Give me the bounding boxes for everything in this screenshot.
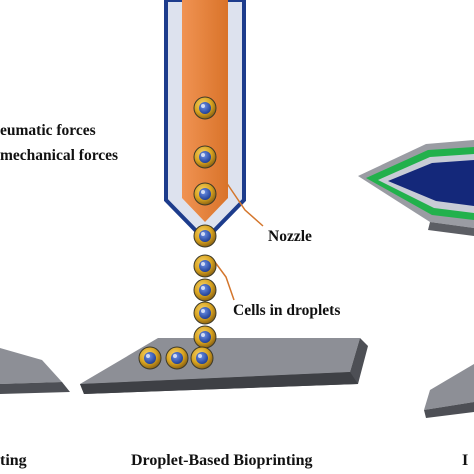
center-caption: Droplet-Based Bioprinting [131,452,313,469]
cell-in-nozzle-2 [193,145,217,169]
droplet-4 [193,325,217,349]
cell-in-nozzle-1 [193,96,217,120]
nozzle-callout-line [225,181,264,227]
cell-droplets [138,96,217,370]
left-substrate-edge [0,382,70,394]
droplet-1 [193,254,217,278]
nozzle-label: Nozzle [268,228,312,245]
cells-in-droplets-label: Cells in droplets [233,302,341,319]
deposited-cell-3 [190,346,214,370]
left-substrate [0,348,70,394]
droplet-2 [193,278,217,302]
deposited-cell-2 [165,346,189,370]
mechanical-forces-label: mechanical forces [0,147,119,164]
cell-at-tip [193,224,217,248]
right-caption: I [462,452,469,469]
center-substrate [80,338,368,394]
deposited-cell-1 [138,346,162,370]
droplet-3 [193,301,217,325]
right-substrate [424,364,474,418]
cells-callout-line [211,257,235,301]
nozzle [164,0,246,243]
scaffold-blue-core [388,160,474,206]
left-caption: ting [0,452,27,469]
left-substrate-top [0,348,62,384]
pneumatic-forces-label: eumatic forces [0,122,96,139]
right-substrate-top [424,364,474,410]
cell-in-nozzle-3 [193,182,217,206]
scaffold-3d [358,140,474,236]
